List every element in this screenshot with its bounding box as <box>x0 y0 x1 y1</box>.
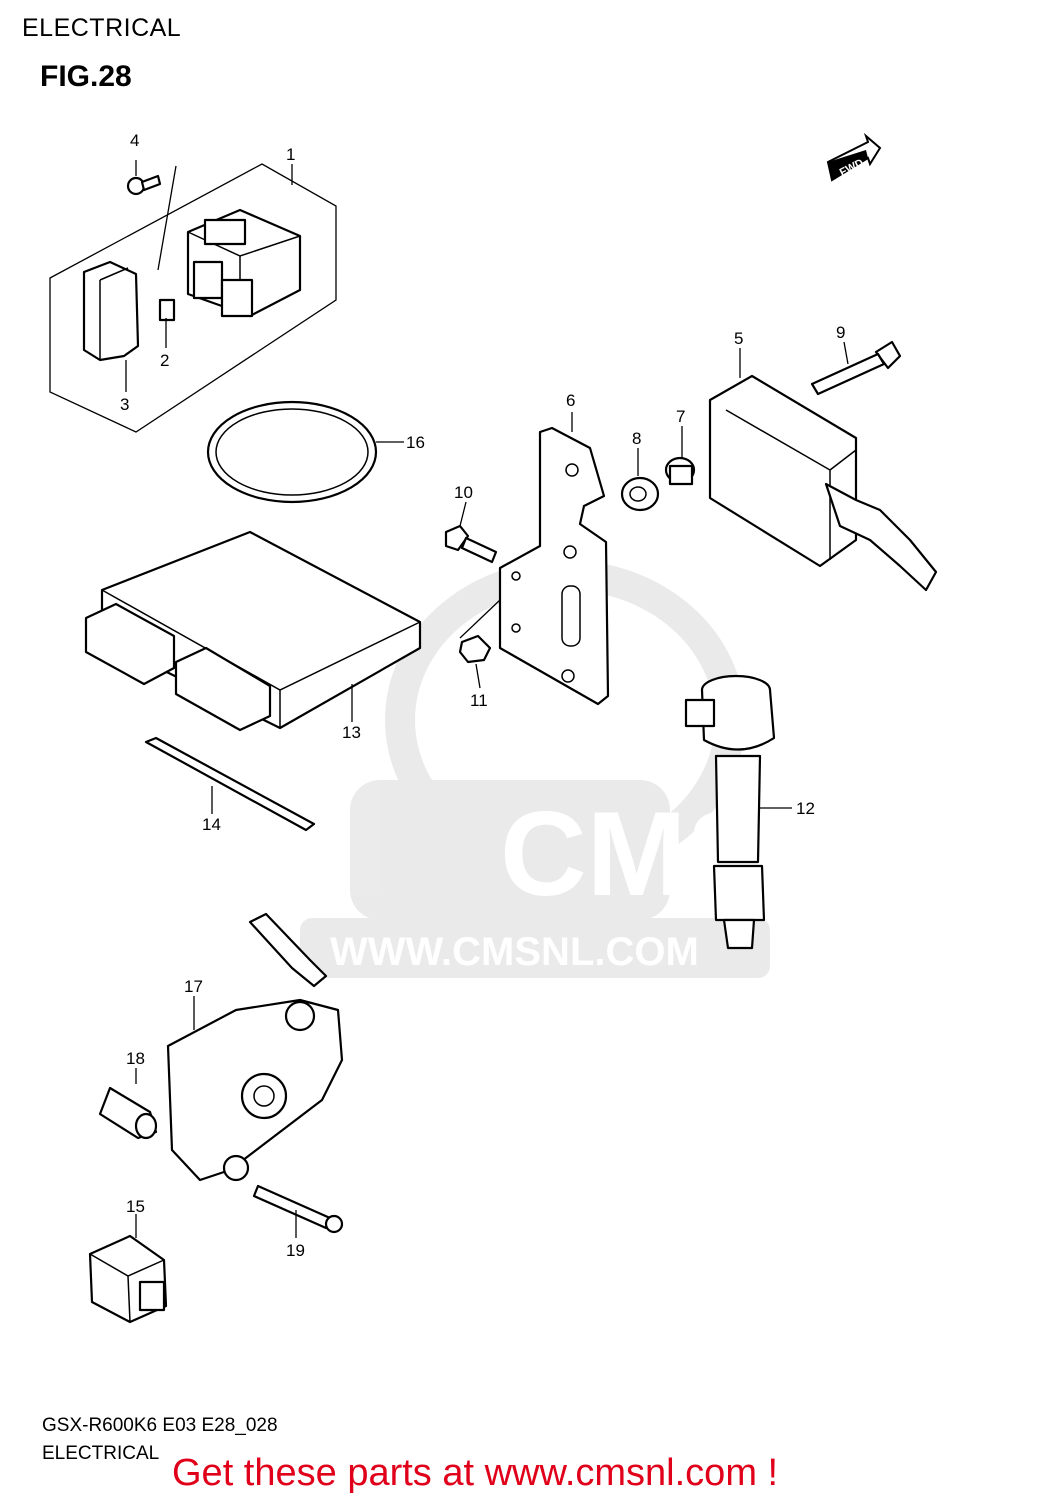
callout-19: 19 <box>286 1241 305 1260</box>
callout-15: 15 <box>126 1197 145 1216</box>
callout-16: 16 <box>406 433 425 452</box>
part-11-nut <box>458 599 501 689</box>
part-6-bracket <box>498 412 610 706</box>
callouts: 1 2 3 4 5 6 7 8 9 10 11 12 13 14 15 16 1… <box>120 131 845 1260</box>
cta-link[interactable]: Get these parts at www.cmsnl.com ! <box>172 1452 779 1494</box>
figure-title: FIG.28 <box>40 60 132 93</box>
watermark-url: WWW.CMSNL.COM <box>330 930 699 974</box>
fwd-arrow-icon: FWD <box>826 132 882 182</box>
part-1-relay-assembly <box>49 160 337 433</box>
footer-section-label: ELECTRICAL <box>42 1443 160 1464</box>
callout-3: 3 <box>120 395 129 414</box>
part-9-bolt <box>810 340 902 396</box>
callout-9: 9 <box>836 323 845 342</box>
part-12-ignition-coil <box>684 674 792 950</box>
part-14-strip <box>144 736 316 832</box>
part-19-screw <box>252 1184 344 1238</box>
callout-10: 10 <box>454 483 473 502</box>
callout-17: 17 <box>184 977 203 996</box>
part-18-pin <box>98 1068 158 1140</box>
part-13-ecm <box>84 530 422 732</box>
callout-1: 1 <box>286 145 295 164</box>
callout-2: 2 <box>160 351 169 370</box>
callout-4: 4 <box>130 131 139 150</box>
cms-watermark: CMS WWW.CMSNL.COM <box>300 560 770 978</box>
part-17-sensor <box>166 912 344 1182</box>
part-10-bolt <box>444 501 498 564</box>
part-16-band <box>206 400 404 504</box>
callout-5: 5 <box>734 329 743 348</box>
model-code: GSX-R600K6 E03 E28_028 <box>42 1415 278 1436</box>
callout-18: 18 <box>126 1049 145 1068</box>
section-title: ELECTRICAL <box>22 14 182 42</box>
part-15-connector <box>88 1214 168 1324</box>
callout-13: 13 <box>342 723 361 742</box>
callout-12: 12 <box>796 799 815 818</box>
callout-6: 6 <box>566 391 575 410</box>
callout-8: 8 <box>632 429 641 448</box>
part-5-regulator <box>708 348 938 592</box>
callout-7: 7 <box>676 407 685 426</box>
part-7-collar <box>664 426 696 486</box>
callout-14: 14 <box>202 815 221 834</box>
callout-11: 11 <box>470 691 488 710</box>
part-8-grommet <box>620 448 660 512</box>
